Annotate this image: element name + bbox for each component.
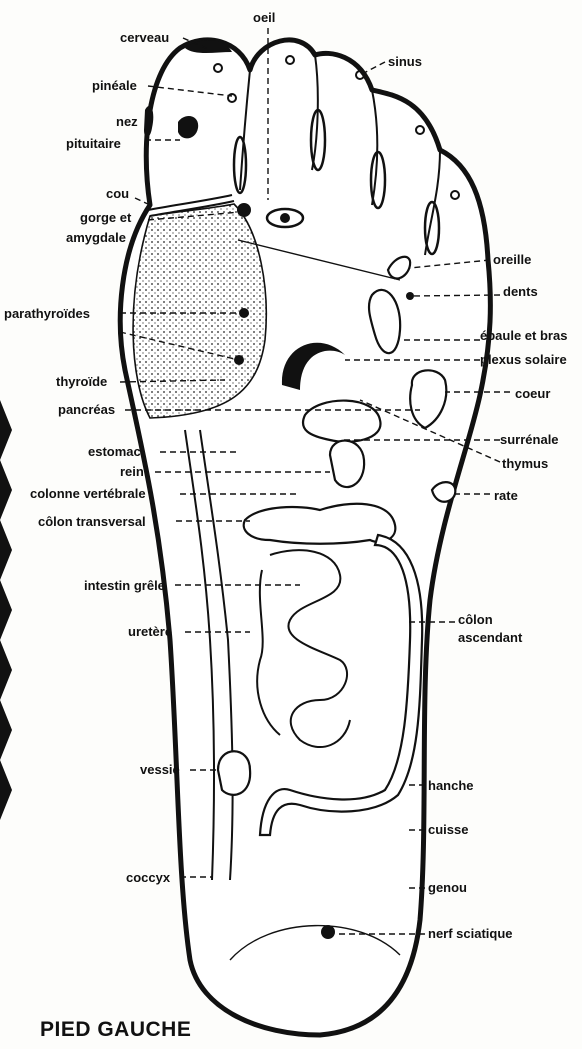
label-thymus: thymus <box>502 456 548 471</box>
label-colon-transversal: côlon transversal <box>38 514 146 529</box>
label-ascendant: ascendant <box>458 630 523 645</box>
label-cerveau: cerveau <box>120 30 169 45</box>
label-coccyx: coccyx <box>126 870 171 885</box>
label-rate: rate <box>494 488 518 503</box>
label-rein: rein <box>120 464 144 479</box>
label-cou: cou <box>106 186 129 201</box>
label-nerf-sciatique: nerf sciatique <box>428 926 513 941</box>
label-sinus: sinus <box>388 54 422 69</box>
label-gorge-et: gorge et <box>80 210 132 225</box>
label-nez: nez <box>116 114 138 129</box>
label-colon: côlon <box>458 612 493 627</box>
label-cuisse: cuisse <box>428 822 468 837</box>
label-uretere: uretère <box>128 624 172 639</box>
diagram-title: PIED GAUCHE <box>40 1018 191 1042</box>
label-oeil: oeil <box>253 10 275 25</box>
transverse-colon <box>244 504 396 544</box>
spleen-area <box>432 482 455 502</box>
kidney-area <box>330 441 364 487</box>
label-genou: genou <box>428 880 467 895</box>
label-estomac: estomac <box>88 444 141 459</box>
label-pineale: pinéale <box>92 78 137 93</box>
label-vessie: vessie <box>140 762 180 777</box>
label-pancreas: pancréas <box>58 402 115 417</box>
sciatic-nerve-dot <box>321 925 335 939</box>
label-surrenale: surrénale <box>500 432 559 447</box>
label-amygdale: amygdale <box>66 230 126 245</box>
label-hanche: hanche <box>428 778 474 793</box>
label-epaule-et-bras: épaule et bras <box>480 328 567 343</box>
left-edge-decoration <box>0 400 12 820</box>
label-thyroide: thyroïde <box>56 374 107 389</box>
label-pituitaire: pituitaire <box>66 136 121 151</box>
label-oreille: oreille <box>493 252 531 267</box>
stomach-area <box>303 401 380 442</box>
bladder-area <box>218 751 250 795</box>
label-dents: dents <box>503 284 538 299</box>
label-colonne-vertebrale: colonne vertébrale <box>30 486 146 501</box>
label-coeur: coeur <box>515 386 550 401</box>
label-plexus-solaire: plexus solaire <box>480 352 567 367</box>
label-intestin-grele: intestin grêle <box>84 578 165 593</box>
label-parathyroides: parathyroïdes <box>4 306 90 321</box>
